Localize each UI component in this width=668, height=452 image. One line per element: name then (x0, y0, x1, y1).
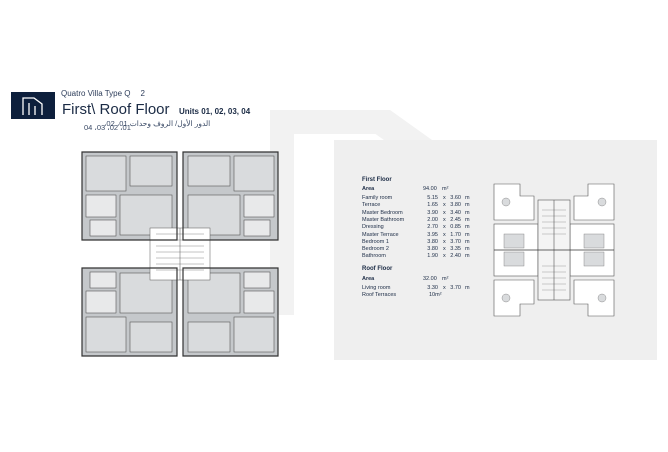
room-name: Master Bedroom (362, 209, 403, 216)
times-sign: x (443, 285, 446, 291)
room-name: Bedroom 2 (362, 246, 389, 253)
room-unit: m (465, 285, 470, 291)
plan-quadrant-bottom-left (81, 267, 178, 357)
times-sign: x (443, 238, 446, 245)
roof-floor-area-label: Area (362, 276, 375, 282)
roof-terraces-value: 10m² (429, 292, 442, 298)
times-sign: x (443, 246, 446, 253)
room-width: 5.15 (427, 195, 438, 201)
times-sign: x (443, 216, 446, 223)
room-width: 3.80 (427, 246, 438, 253)
room-unit: m (465, 238, 470, 245)
room-name: Master Terrace (362, 231, 399, 238)
times-sign: x (443, 231, 446, 238)
room-name: Living room (362, 285, 391, 291)
room-width: 1.65 (427, 202, 438, 209)
first-floor-heading: First Floor (362, 177, 392, 183)
room-length: 1.70 (450, 231, 461, 238)
roof-floor-area-unit: m² (442, 276, 449, 282)
room-name: Bathroom (362, 253, 386, 260)
villa-type: Quatro Villa Type Q (61, 89, 131, 98)
roof-floor-rooms: Living room 3.30 x 3.70 m (362, 285, 492, 293)
room-length: 3.80 (450, 202, 461, 209)
first-floor-area: Area 94.00 m² (362, 186, 492, 194)
brand-logo (11, 92, 55, 119)
page-number: 2 (140, 89, 145, 98)
room-length: 3.70 (450, 238, 461, 245)
times-sign: x (443, 253, 446, 260)
room-width: 2.70 (427, 224, 438, 231)
room-width: 2.00 (427, 216, 438, 223)
roof-floor-heading: Roof Floor (362, 266, 393, 272)
roof-terraces-row: Roof Terraces 10m² (362, 292, 492, 300)
roof-floor-area: Area 32.00 m² (362, 276, 492, 284)
roof-furniture (501, 197, 607, 303)
room-unit: m (465, 202, 470, 209)
villa-type-label: Quatro Villa Type Q 2 (61, 89, 145, 98)
central-stairs (149, 227, 211, 281)
room-length: 3.60 (450, 195, 461, 201)
room-width: 3.80 (427, 238, 438, 245)
arabic-title: الدور الأول/ الروف وحدات 01، 02، (104, 119, 211, 128)
room-unit: m (465, 246, 470, 253)
room-length: 0.85 (450, 224, 461, 231)
first-floor-area-value: 94.00 (423, 186, 437, 192)
first-floor-area-label: Area (362, 186, 375, 192)
times-sign: x (443, 202, 446, 209)
plan-walls (81, 151, 279, 357)
plan-quadrant-top-right (182, 151, 279, 241)
room-width: 3.90 (427, 209, 438, 216)
units-label: Units 01, 02, 03, 04 (179, 107, 251, 116)
room-length: 3.35 (450, 246, 461, 253)
times-sign: x (443, 209, 446, 216)
room-unit: m (465, 224, 470, 231)
times-sign: x (443, 195, 446, 201)
times-sign: x (443, 224, 446, 231)
plan-quadrant-top-left (81, 151, 178, 241)
plan-quadrant-bottom-right (182, 267, 279, 357)
room-name: Bedroom 1 (362, 238, 389, 245)
room-name: Family room (362, 195, 393, 201)
arabic-units: 04 ،03 ،02 ،01 (84, 123, 131, 132)
first-floor-area-unit: m² (442, 186, 449, 192)
room-unit: m (465, 216, 470, 223)
room-width: 3.95 (427, 231, 438, 238)
room-unit: m (465, 209, 470, 216)
room-unit: m (465, 231, 470, 238)
room-width: 3.30 (427, 285, 438, 291)
first-floor-plan (81, 151, 279, 357)
roof-terraces-label: Roof Terraces (362, 292, 397, 298)
building-logo-icon (22, 96, 43, 115)
roof-floor-plan (493, 183, 615, 317)
room-unit: m (465, 253, 470, 260)
room-name: Master Bathroom (362, 216, 405, 223)
room-length: 2.40 (450, 253, 461, 260)
page-title: First\ Roof Floor (62, 101, 170, 118)
roof-floor-area-value: 32.00 (423, 276, 437, 282)
room-unit: m (465, 195, 470, 201)
room-length: 2.45 (450, 216, 461, 223)
room-length: 3.70 (450, 285, 461, 291)
room-name: Dressing (362, 224, 384, 231)
room-width: 1.90 (427, 253, 438, 260)
room-length: 3.40 (450, 209, 461, 216)
room-name: Terrace (362, 202, 381, 209)
